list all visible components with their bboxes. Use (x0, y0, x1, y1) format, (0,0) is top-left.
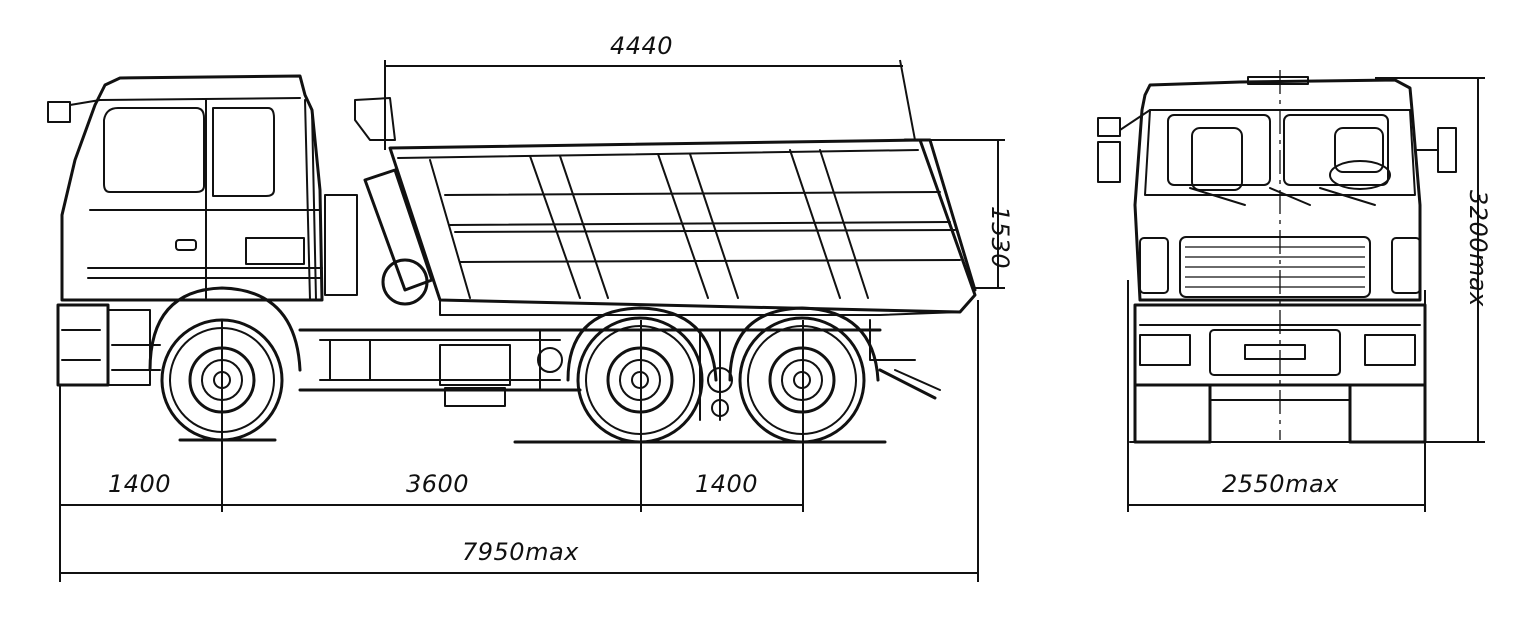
side-view: 4440 1530 1400 3600 1400 7950max (47, 32, 1014, 582)
dim-body-height: 1530 (930, 139, 1014, 289)
dim-overall-width: 2550max (1127, 280, 1426, 512)
dim-rear-axle-spacing-label: 1400 (695, 470, 758, 498)
hydraulic-cylinder (354, 97, 434, 306)
dim-overall-length: 7950max (60, 538, 978, 574)
dim-front-overhang-label: 1400 (108, 470, 171, 498)
chassis (298, 194, 941, 421)
dump-body (388, 138, 977, 316)
front-view: 3200max 2550max (1097, 70, 1492, 512)
dim-overall-width-label: 2550max (1222, 470, 1339, 498)
cab (47, 74, 324, 387)
dim-axle-row: 1400 3600 1400 (60, 470, 803, 506)
dim-body-height-label: 1530 (986, 206, 1014, 269)
dim-body-length: 4440 (384, 32, 916, 150)
dim-wheelbase-label: 3600 (406, 470, 469, 498)
dim-overall-length-label: 7950max (462, 538, 579, 566)
front-wheel (148, 286, 302, 442)
dim-body-length-label: 4440 (610, 32, 673, 60)
dim-overall-height-label: 3200max (1464, 190, 1492, 307)
dim-overall-height: 3200max (1375, 77, 1492, 443)
